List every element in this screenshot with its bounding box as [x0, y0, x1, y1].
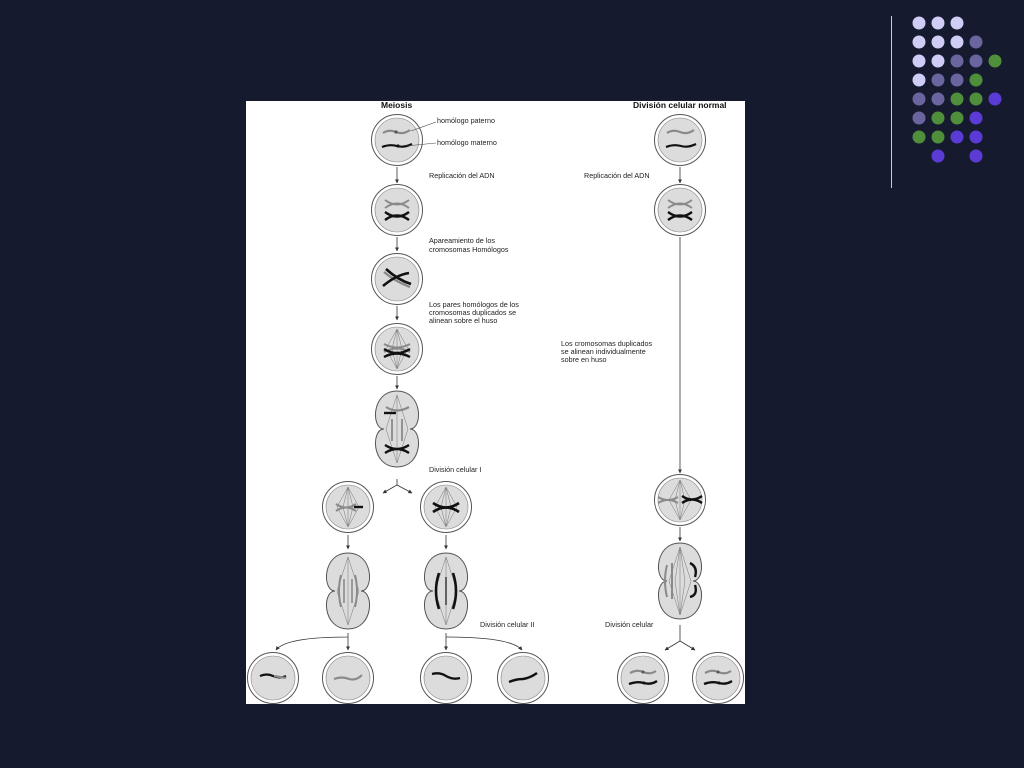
gamete-cell-3	[420, 652, 472, 704]
decorative-dot	[950, 16, 964, 30]
decorative-dot	[969, 92, 983, 106]
division-i-label: División celular I	[429, 465, 481, 474]
decorative-dot	[931, 54, 945, 68]
maternal-homolog-label: homólogo materno	[437, 138, 497, 147]
decorative-dot	[969, 54, 983, 68]
decorative-dot	[912, 16, 926, 30]
decorative-dot	[912, 54, 926, 68]
pairing-label-line1: Apareamiento de los	[429, 236, 495, 245]
mitosis-daughter-cell-left	[617, 652, 669, 704]
meiosis-cell-paired	[371, 253, 423, 305]
align-individual-label-line2: se alinean individualmente	[561, 347, 646, 356]
decorative-dot	[969, 111, 983, 125]
align-pairs-label-line2: cromosomas duplicados se	[429, 308, 516, 317]
align-pairs-label-line1: Los pares homólogos de los	[429, 300, 519, 309]
diagram-canvas: Meiosis División celular normal homólogo…	[247, 101, 744, 704]
division-normal-label: División celular	[605, 620, 654, 629]
decorative-dot	[931, 130, 945, 144]
decorative-divider-line	[891, 16, 892, 188]
meiosis-cell-replicated	[371, 184, 423, 236]
align-pairs-label-line3: alinean sobre el huso	[429, 316, 497, 325]
decorative-dot	[988, 54, 1002, 68]
decorative-dot	[950, 130, 964, 144]
decorative-dot	[931, 92, 945, 106]
decorative-dot	[912, 73, 926, 87]
meiosis-vs-mitosis-figure: Meiosis División celular normal homólogo…	[246, 101, 745, 704]
division-ii-label: División celular II	[480, 620, 534, 629]
align-individual-label-line1: Los cromosomas duplicados	[561, 339, 652, 348]
decorative-dot	[931, 16, 945, 30]
decorative-dot	[912, 130, 926, 144]
gamete-cell-1	[247, 652, 299, 704]
decorative-dot	[969, 149, 983, 163]
replication-label-right: Replicación del ADN	[584, 171, 650, 180]
meiosis-cell-start	[371, 114, 423, 166]
mitosis-cell-metaphase	[654, 474, 706, 526]
decorative-dot	[969, 35, 983, 49]
meiosis-ii-dividing-cell-right	[424, 552, 468, 630]
pairing-label-line2: cromosomas Homólogos	[429, 245, 509, 254]
decorative-dot	[912, 111, 926, 125]
decorative-dot	[912, 92, 926, 106]
mitosis-dividing-cell	[658, 542, 702, 620]
decorative-dot	[912, 35, 926, 49]
replication-label-left: Replicación del ADN	[429, 171, 495, 180]
decorative-dot	[931, 73, 945, 87]
gamete-cell-4	[497, 652, 549, 704]
align-individual-label-line3: sobre en huso	[561, 355, 607, 364]
mitosis-daughter-cell-right	[692, 652, 744, 704]
decorative-dot	[950, 35, 964, 49]
decorative-dot	[988, 92, 1002, 106]
decorative-dot	[931, 35, 945, 49]
decorative-dot	[950, 54, 964, 68]
decorative-dot	[931, 149, 945, 163]
mitosis-cell-replicated	[654, 184, 706, 236]
meiosis-daughter-cell-left	[322, 481, 374, 533]
meiosis-cell-metaphase-i	[371, 323, 423, 375]
decorative-dot	[950, 73, 964, 87]
paternal-homolog-label: homólogo paterno	[437, 116, 495, 125]
gamete-cell-2	[322, 652, 374, 704]
decorative-dot	[931, 111, 945, 125]
normal-division-header: División celular normal	[633, 101, 727, 110]
meiosis-ii-dividing-cell-left	[326, 552, 370, 630]
mitosis-cell-start	[654, 114, 706, 166]
meiosis-daughter-cell-right	[420, 481, 472, 533]
decorative-dot	[969, 130, 983, 144]
meiosis-header: Meiosis	[381, 101, 412, 110]
decorative-dot	[950, 111, 964, 125]
meiosis-cell-anaphase-i	[375, 390, 419, 468]
decorative-dot	[950, 92, 964, 106]
decorative-dot	[969, 73, 983, 87]
